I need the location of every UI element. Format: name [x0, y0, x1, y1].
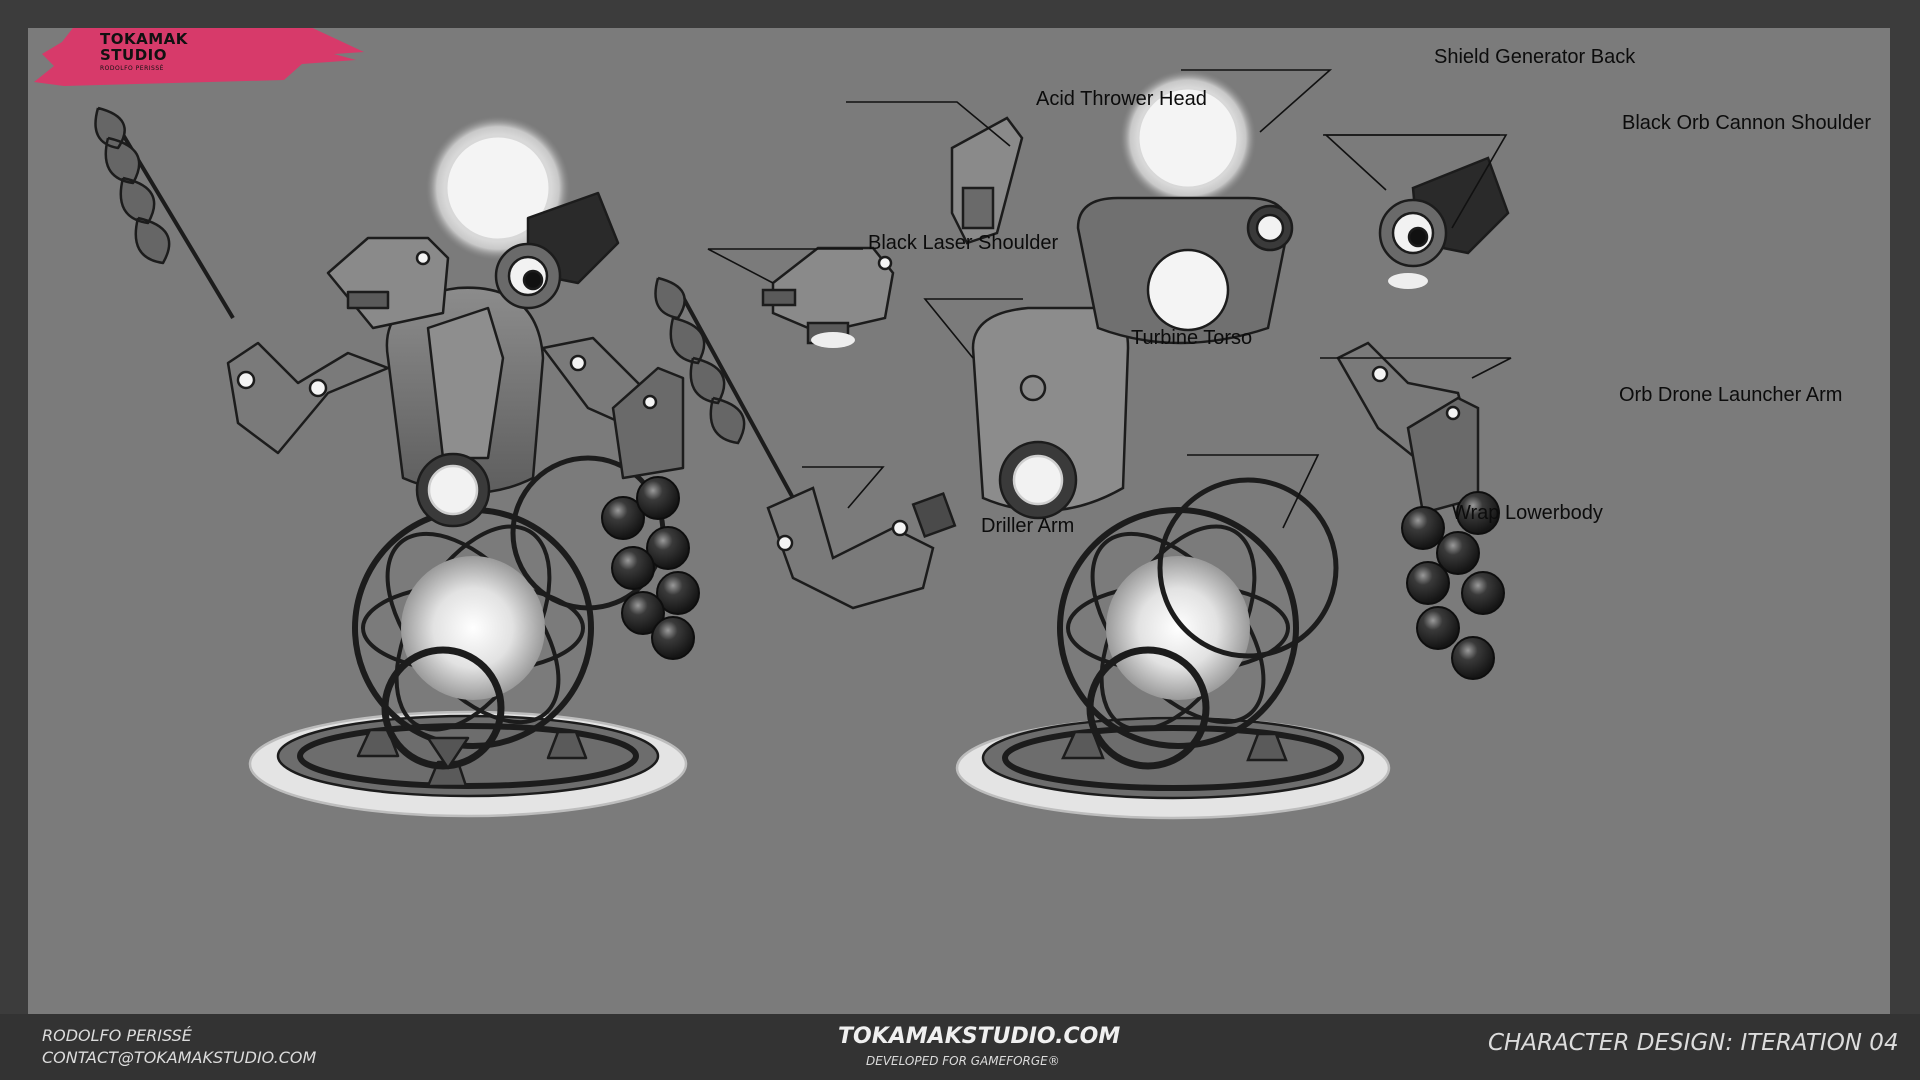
concept-art-sheet: TOKAMAK STUDIO RODOLFO PERISSÉ Acid Thro… [28, 28, 1890, 1014]
driller-arm-drawing [654, 276, 957, 610]
logo-subtitle: RODOLFO PERISSÉ [100, 65, 164, 72]
sheet-title: CHARACTER DESIGN: ITERATION 04 [1488, 1030, 1899, 1056]
label-acid-thrower-head: Acid Thrower Head [1036, 88, 1207, 110]
assembled-robot-drawing [94, 106, 700, 818]
label-driller-arm: Driller Arm [981, 515, 1075, 537]
wrap-lowerbody-drawing [955, 477, 1391, 820]
label-black-orb-cannon-shoulder: Black Orb Cannon Shoulder [1622, 112, 1872, 134]
label-wrap-lowerbody: Wrap Lowerbody [1452, 502, 1603, 524]
logo-flag-shape [34, 28, 364, 86]
label-black-laser-shoulder: Black Laser Shoulder [868, 232, 1059, 254]
studio-logo: TOKAMAK STUDIO RODOLFO PERISSÉ [34, 28, 364, 86]
footer-bar: RODOLFO PERISSÉ CONTACT@TOKAMAKSTUDIO.CO… [0, 1014, 1920, 1080]
contact-email: CONTACT@TOKAMAKSTUDIO.COM [42, 1048, 317, 1067]
black-orb-cannon-shoulder-drawing [1378, 156, 1510, 289]
orb-drone-launcher-arm-drawing [1336, 341, 1505, 680]
website-link[interactable]: TOKAMAKSTUDIO.COM [838, 1024, 1121, 1049]
label-orb-drone-launcher-arm: Orb Drone Launcher Arm [1619, 384, 1843, 406]
callout-leader-lines [707, 69, 1512, 529]
label-turbine-torso: Turbine Torso [1131, 327, 1253, 349]
label-shield-generator-back: Shield Generator Back [1434, 46, 1636, 68]
black-laser-shoulder-drawing [761, 246, 895, 348]
acid-thrower-head-drawing [950, 116, 1024, 245]
logo-flag-fill [34, 28, 364, 86]
artist-name: RODOLFO PERISSÉ [42, 1026, 192, 1045]
developed-for: DEVELOPED FOR GAMEFORGE® [866, 1054, 1060, 1068]
shield-generator-back-drawing [1076, 70, 1294, 345]
turbine-torso-drawing [971, 306, 1130, 520]
character-concept-artwork [94, 69, 1512, 820]
logo-title: TOKAMAK STUDIO [100, 30, 188, 64]
